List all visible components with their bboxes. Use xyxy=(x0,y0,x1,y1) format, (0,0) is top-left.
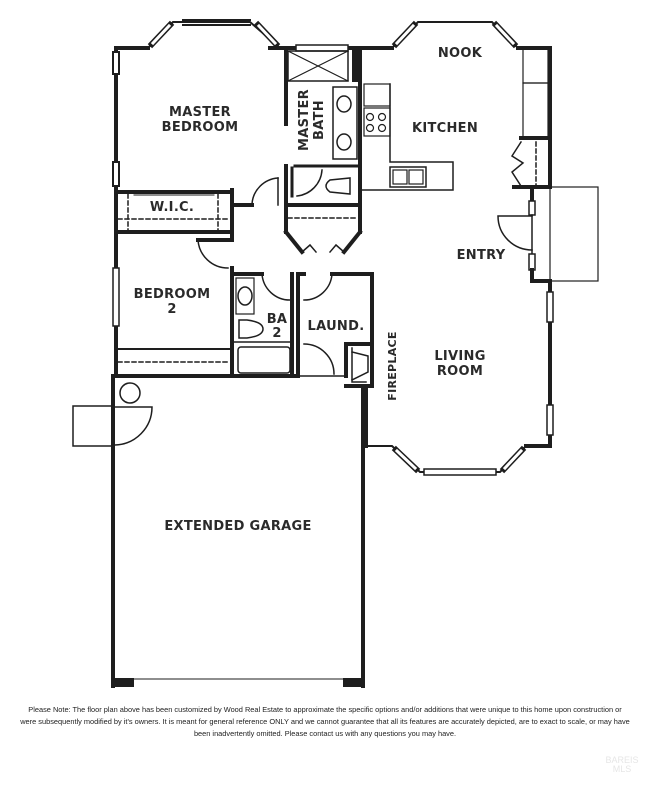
label-nook: NOOK xyxy=(438,46,483,61)
label-fireplace: FIREPLACE xyxy=(386,331,399,400)
master-bedroom-bay-windows xyxy=(112,19,282,187)
garage-walls xyxy=(72,374,368,688)
mls-watermark: BAREIS MLS xyxy=(600,756,644,780)
disclaimer-note: Please Note: The floor plan above has be… xyxy=(20,705,630,738)
living-room-walls xyxy=(364,286,554,476)
label-garage: EXTENDED GARAGE xyxy=(164,519,311,534)
laundry-walls xyxy=(296,272,374,388)
master-bath-walls xyxy=(283,44,363,255)
watermark-line-1: BAREIS xyxy=(605,755,639,765)
bath2-walls xyxy=(230,272,300,378)
watermark-line-2: MLS xyxy=(612,764,632,774)
wic-walls xyxy=(114,190,234,234)
label-kitchen: KITCHEN xyxy=(412,121,478,136)
label-wic: W.I.C. xyxy=(150,200,194,215)
label-master-bath: MASTERBATH xyxy=(297,89,327,151)
entry-walls xyxy=(497,185,599,292)
label-entry: ENTRY xyxy=(457,248,506,263)
kitchen-nook-walls xyxy=(358,20,552,191)
label-laundry: LAUND. xyxy=(308,319,365,334)
master-bedroom-door xyxy=(230,177,279,207)
bedroom2-walls xyxy=(112,230,298,378)
master-bedroom-walls xyxy=(114,46,288,234)
